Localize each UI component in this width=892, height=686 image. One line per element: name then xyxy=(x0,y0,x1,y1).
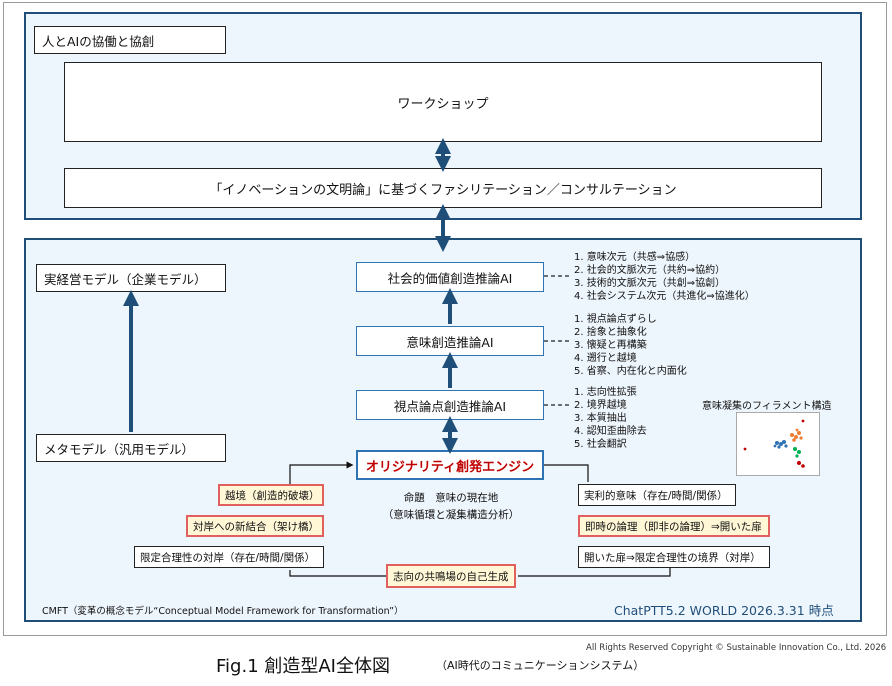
list-item: 1. 意味次元（共感⇒協感） xyxy=(574,252,696,263)
filament-scatter xyxy=(743,419,805,468)
version-caption: ChatPTT5.2 WORLD 2026.3.31 時点 xyxy=(614,603,834,618)
list-item: 1. 志向性拡張 xyxy=(574,387,637,398)
cycle-right-box-2: 即時の論理（即非の論理）⇒開いた扉 xyxy=(578,515,770,537)
real-management-model-box: 実経営モデル（企業モデル） xyxy=(36,264,226,292)
meta-model-box: メタモデル（汎用モデル） xyxy=(36,434,226,462)
viewpoint-list: 1. 志向性拡張 2. 境界越境 3. 本質抽出 4. 認知歪曲除去 5. 社会… xyxy=(574,386,647,451)
filament-structure-image xyxy=(736,412,820,476)
list-item: 4. 社会システム次元（共進化⇒協進化） xyxy=(574,291,755,302)
proposition-text: 命題 意味の現在地 xyxy=(403,492,499,504)
workshop-box: ワークショップ xyxy=(64,62,822,142)
cycle-loop-bottom xyxy=(289,568,671,577)
list-item: 4. 遡行と越境 xyxy=(574,353,637,364)
list-item: 3. 本質抽出 xyxy=(574,413,627,424)
list-item: 3. 技術的文脈次元（共創⇒協創） xyxy=(574,278,726,289)
cycle-left-box-2: 対岸への新結合（架け橋） xyxy=(186,515,324,537)
figure-title: Fig.1 創造型AI全体図 xyxy=(216,656,390,677)
proposition-subtext: （意味循環と凝集構造分析） xyxy=(382,509,520,521)
cycle-loop-right-top xyxy=(544,464,589,482)
cycle-left-box-3: 限定合理性の対岸（存在/時間/関係） xyxy=(134,546,324,568)
collaboration-label: 人とAIの協働と協創 xyxy=(34,26,226,54)
list-item: 5. 社会翻訳 xyxy=(574,439,627,450)
copyright-text: All Rights Reserved Copyright © Sustaina… xyxy=(586,643,887,653)
cycle-bottom-box: 志向の共鳴場の自己生成 xyxy=(386,564,516,588)
viewpoint-ai-box: 視点論点創造推論AI xyxy=(356,390,544,420)
social-value-list: 1. 意味次元（共感⇒協感） 2. 社会的文脈次元（共約⇒協約） 3. 技術的文… xyxy=(574,251,755,303)
list-item: 4. 認知歪曲除去 xyxy=(574,426,647,437)
cycle-loop-left-top xyxy=(289,461,354,484)
meaning-list: 1. 視点論点ずらし 2. 捨象と抽象化 3. 懐疑と再構築 4. 遡行と越境 … xyxy=(574,313,687,378)
list-item: 2. 社会的文脈次元（共約⇒協約） xyxy=(574,265,726,276)
list-item: 5. 省察、内在化と内面化 xyxy=(574,366,687,377)
list-item: 3. 懐疑と再構築 xyxy=(574,340,647,351)
meaning-creation-ai-box: 意味創造推論AI xyxy=(356,326,544,356)
cmft-caption: CMFT（変革の概念モデル“Conceptual Model Framework… xyxy=(42,606,404,617)
figure-subtitle: （AI時代のコミュニケーションシステム） xyxy=(436,659,645,672)
cycle-left-box-1: 越境（創造的破壊） xyxy=(218,484,324,506)
filament-title: 意味凝集のフィラメント構造 xyxy=(702,401,832,412)
list-item: 2. 捨象と抽象化 xyxy=(574,327,647,338)
list-item: 2. 境界越境 xyxy=(574,400,627,411)
cycle-right-box-3: 開いた扉⇒限定合理性の境界（対岸） xyxy=(578,546,770,568)
cycle-right-box-1: 実利的意味（存在/時間/関係） xyxy=(578,484,736,506)
list-item: 1. 視点論点ずらし xyxy=(574,314,657,325)
